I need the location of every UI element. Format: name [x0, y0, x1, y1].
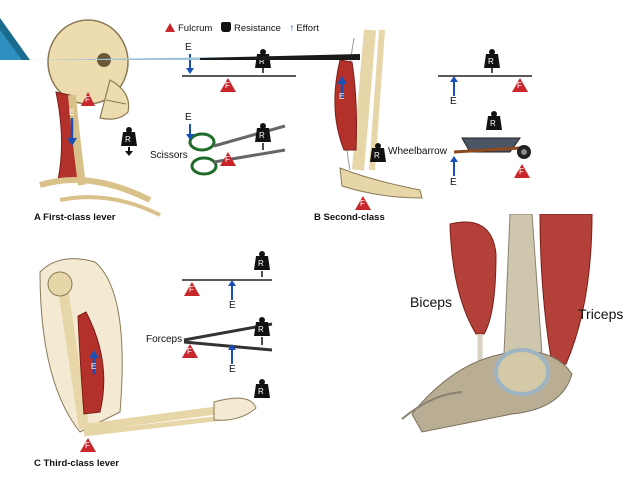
elbow-illustration: [392, 214, 638, 464]
neck-fulcrum-label: F: [85, 95, 90, 104]
neck-effort-label: E: [69, 108, 75, 117]
legend-resistance: Resistance: [233, 23, 281, 34]
biceps-label: Biceps: [410, 294, 453, 310]
second-lever-effort-label: E: [450, 96, 457, 107]
legend-effort: Effort: [296, 23, 319, 34]
foot-resistance-label: R: [374, 151, 380, 160]
toe-fulcrum-label: F: [360, 199, 365, 208]
legend: Fulcrum Resistance ↑Effort: [165, 22, 325, 34]
wheelbarrow-fulcrum-label: F: [519, 167, 524, 176]
third-lever-fulcrum-label: F: [189, 285, 194, 294]
second-class-caption: B Second-class: [314, 212, 385, 223]
second-lever-resistance-label: R: [488, 57, 494, 66]
calf-effort-label: E: [339, 92, 345, 101]
forceps-fulcrum-label: F: [187, 347, 192, 356]
effort-arrow-icon: ↑: [289, 23, 295, 34]
hand-resistance-label: R: [258, 387, 264, 396]
third-lever-effort-label: E: [229, 300, 236, 311]
slide-corner-decoration: [0, 18, 360, 60]
scissors-effort-label: E: [185, 112, 192, 123]
first-lever-fulcrum-label: F: [225, 81, 230, 90]
resistance-weight-icon: [220, 22, 231, 32]
forceps-label: Forceps: [146, 334, 183, 345]
elbow-fulcrum-label: F: [85, 441, 90, 450]
chin-resistance-label: R: [125, 135, 131, 144]
biceps-effort-label: E: [91, 362, 97, 371]
forceps-resistance-label: R: [258, 325, 264, 334]
third-lever-resistance-label: R: [258, 259, 264, 268]
scissors-fulcrum-label: F: [225, 155, 230, 164]
third-class-illustration: [39, 251, 273, 452]
fulcrum-icon: [165, 23, 175, 32]
panel-second-class: E R F Wheelbarrow E R F E R F B Second-c…: [310, 0, 638, 230]
legend-fulcrum: Fulcrum: [178, 23, 213, 34]
scissors-label: Scissors: [150, 150, 188, 161]
first-class-illustration: [39, 19, 296, 217]
panel-elbow-muscles: Biceps Triceps: [392, 214, 638, 464]
panel-first-class: E R F E R F Scissors E F R A First-class…: [0, 0, 310, 230]
panel-third-class: E R F Forceps E R F E R F C Third-class …: [0, 232, 330, 479]
scissors-resistance-label: R: [259, 131, 265, 140]
first-class-caption: A First-class lever: [34, 212, 116, 223]
second-class-illustration: [334, 29, 532, 210]
wheelbarrow-resistance-label: R: [490, 119, 496, 128]
third-class-caption: C Third-class lever: [34, 458, 120, 469]
wheelbarrow-label: Wheelbarrow: [388, 146, 447, 157]
second-lever-fulcrum-label: F: [517, 81, 522, 90]
wheelbarrow-effort-label: E: [450, 177, 457, 188]
forceps-effort-label: E: [229, 364, 236, 375]
first-lever-effort-label: E: [185, 42, 192, 53]
first-lever-resistance-label: R: [259, 57, 265, 66]
triceps-label: Triceps: [578, 306, 624, 322]
